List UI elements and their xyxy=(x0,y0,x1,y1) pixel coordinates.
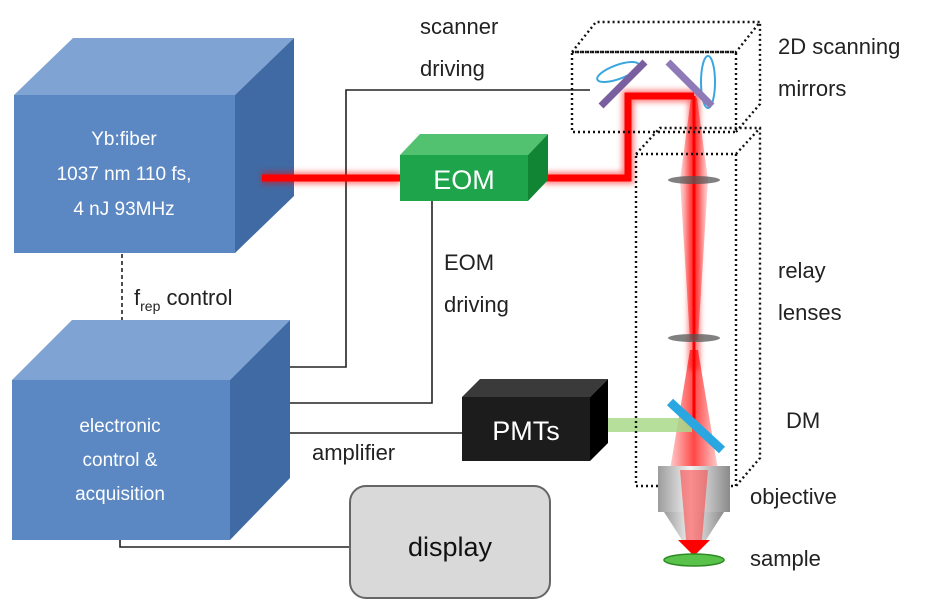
scanning-mirrors-label-1: 2D scanning xyxy=(778,34,900,59)
scanning-mirrors xyxy=(596,55,716,109)
objective-label: objective xyxy=(750,484,837,509)
laser-label-line2: 1037 nm 110 fs, xyxy=(57,164,192,185)
electronics-label-line2: control & xyxy=(83,450,158,471)
signal-wires xyxy=(119,89,590,548)
scanner-driving-wire xyxy=(262,89,590,368)
display-box xyxy=(349,485,551,599)
laser-box-front xyxy=(14,95,235,253)
beam-focus xyxy=(678,540,710,556)
pmt-detector: PMTs xyxy=(462,379,608,461)
electronics-label-line3: acquisition xyxy=(75,484,165,505)
pmt-label: PMTs xyxy=(492,416,560,446)
mirror-2-arc xyxy=(700,55,716,109)
dm-label: DM xyxy=(786,408,820,433)
electronics-box-top xyxy=(12,320,290,380)
relay-lens-1 xyxy=(668,176,720,184)
mirror-2 xyxy=(665,59,715,109)
pmt-side xyxy=(590,379,608,461)
laser-label-line1: Yb:fiber xyxy=(91,129,157,150)
eom-side xyxy=(528,134,548,201)
scanner-driving-label-1: scanner xyxy=(420,14,498,39)
pmt-top xyxy=(462,379,608,397)
sample-label: sample xyxy=(750,546,821,571)
eom-driving-wire xyxy=(262,200,433,404)
sample-slide xyxy=(663,553,725,567)
dichroic-mirror xyxy=(666,398,726,454)
amplifier-label: amplifier xyxy=(312,440,395,465)
eom-top xyxy=(400,134,548,155)
mirror-1 xyxy=(598,59,648,109)
laser-source: Yb:fiber 1037 nm 110 fs, 4 nJ 93MHz xyxy=(14,38,294,253)
relay-enclosure xyxy=(634,126,762,488)
laser-label-line3: 4 nJ 93MHz xyxy=(73,199,174,220)
relay-lens-2 xyxy=(668,334,720,342)
fluorescence-beam xyxy=(592,418,692,432)
display-unit: display xyxy=(349,485,551,599)
eom-modulator: EOM xyxy=(400,134,548,201)
scanner-enclosure xyxy=(569,20,763,134)
display-wire xyxy=(119,540,350,548)
electronics-box-side xyxy=(230,320,290,540)
electronics-box-front xyxy=(12,380,230,540)
relay-lenses-label-1: relay xyxy=(778,258,826,283)
scanner-driving-label-2: driving xyxy=(420,56,485,81)
laser-box-side xyxy=(235,38,294,253)
display-label: display xyxy=(408,532,493,562)
eom-driving-label-1: EOM xyxy=(444,250,494,275)
electronic-control-box: electronic control & acquisition xyxy=(12,320,290,540)
relay-lenses-label-2: lenses xyxy=(778,300,842,325)
frep-control-label: frep control xyxy=(134,285,233,314)
laser-box-top xyxy=(14,38,294,95)
eom-front xyxy=(400,155,528,201)
objective-lens xyxy=(658,466,730,540)
electronics-label-line1: electronic xyxy=(79,416,160,437)
scanning-mirrors-label-2: mirrors xyxy=(778,76,846,101)
eom-driving-label-2: driving xyxy=(444,292,509,317)
beam-eom-to-scanner xyxy=(544,92,694,182)
eom-label: EOM xyxy=(433,165,495,195)
pmt-front xyxy=(462,397,590,461)
